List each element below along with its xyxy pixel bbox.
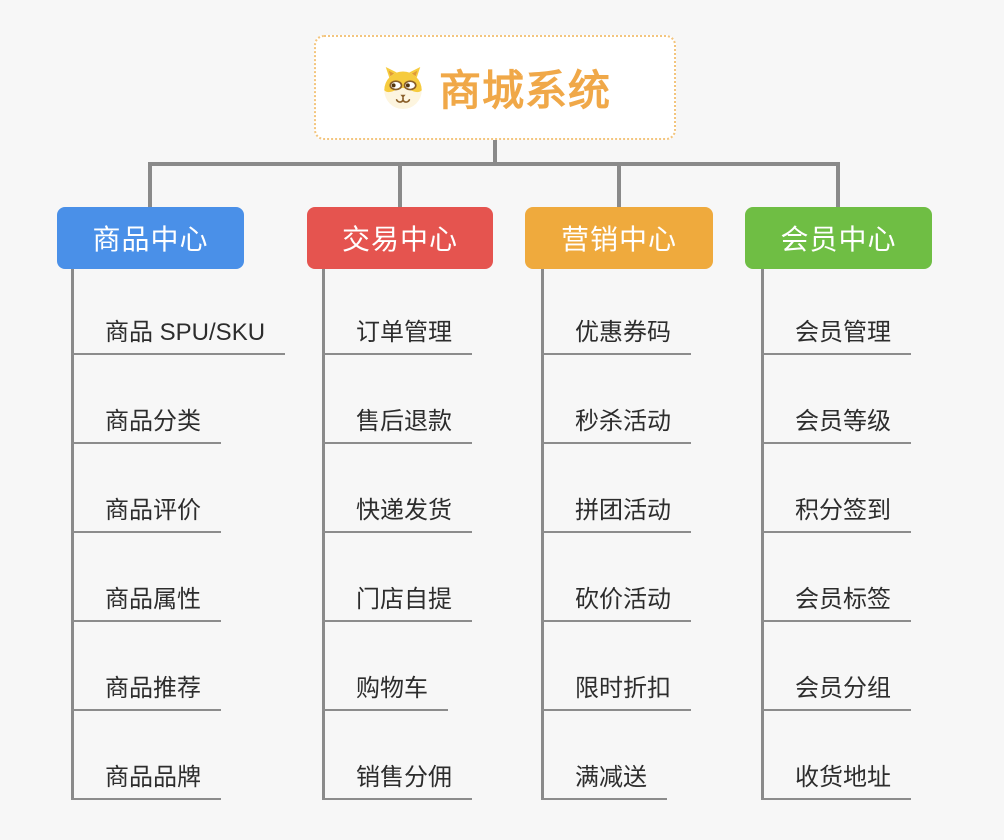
spine-trade xyxy=(322,269,325,800)
leaf-node[interactable]: 优惠券码 xyxy=(541,313,691,355)
leaf-node[interactable]: 秒杀活动 xyxy=(541,402,691,444)
leaf-node[interactable]: 满减送 xyxy=(541,758,667,800)
connector-drop-members xyxy=(836,162,840,208)
connector-drop-trade xyxy=(398,162,402,208)
branch-node-marketing[interactable]: 营销中心 xyxy=(525,207,713,269)
leaf-node[interactable]: 商品属性 xyxy=(71,580,221,622)
leaf-node[interactable]: 限时折扣 xyxy=(541,669,691,711)
connector-horizontal-bar xyxy=(148,162,840,166)
leaf-node[interactable]: 会员管理 xyxy=(761,313,911,355)
leaf-node[interactable]: 快递发货 xyxy=(322,491,472,533)
branch-node-members[interactable]: 会员中心 xyxy=(745,207,932,269)
spine-members xyxy=(761,269,764,800)
spine-products xyxy=(71,269,74,800)
leaf-node[interactable]: 积分签到 xyxy=(761,491,911,533)
leaf-node[interactable]: 商品 SPU/SKU xyxy=(71,313,286,355)
spine-marketing xyxy=(541,269,544,800)
leaf-node[interactable]: 会员分组 xyxy=(761,669,911,711)
leaf-node[interactable]: 商品分类 xyxy=(71,402,221,444)
leaf-node[interactable]: 砍价活动 xyxy=(541,580,691,622)
leaf-node[interactable]: 会员标签 xyxy=(761,580,911,622)
connector-drop-products xyxy=(148,162,152,208)
connector-drop-marketing xyxy=(617,162,621,208)
dog-face-icon xyxy=(384,66,422,109)
leaf-node[interactable]: 订单管理 xyxy=(322,313,472,355)
leaf-node[interactable]: 销售分佣 xyxy=(322,758,472,800)
connector-root-stem xyxy=(493,140,497,166)
leaf-node[interactable]: 门店自提 xyxy=(322,580,472,622)
leaf-node[interactable]: 商品评价 xyxy=(71,491,221,533)
leaf-node[interactable]: 拼团活动 xyxy=(541,491,691,533)
leaf-node[interactable]: 收货地址 xyxy=(761,758,911,800)
branch-node-trade[interactable]: 交易中心 xyxy=(307,207,493,269)
leaf-node[interactable]: 会员等级 xyxy=(761,402,911,444)
root-node[interactable]: 商城系统 xyxy=(314,35,676,140)
root-title: 商城系统 xyxy=(438,67,611,114)
leaf-node[interactable]: 商品推荐 xyxy=(71,669,221,711)
leaf-node[interactable]: 购物车 xyxy=(322,669,448,711)
leaf-node[interactable]: 售后退款 xyxy=(322,402,472,444)
leaf-node[interactable]: 商品品牌 xyxy=(71,758,221,800)
branch-node-products[interactable]: 商品中心 xyxy=(57,207,244,269)
